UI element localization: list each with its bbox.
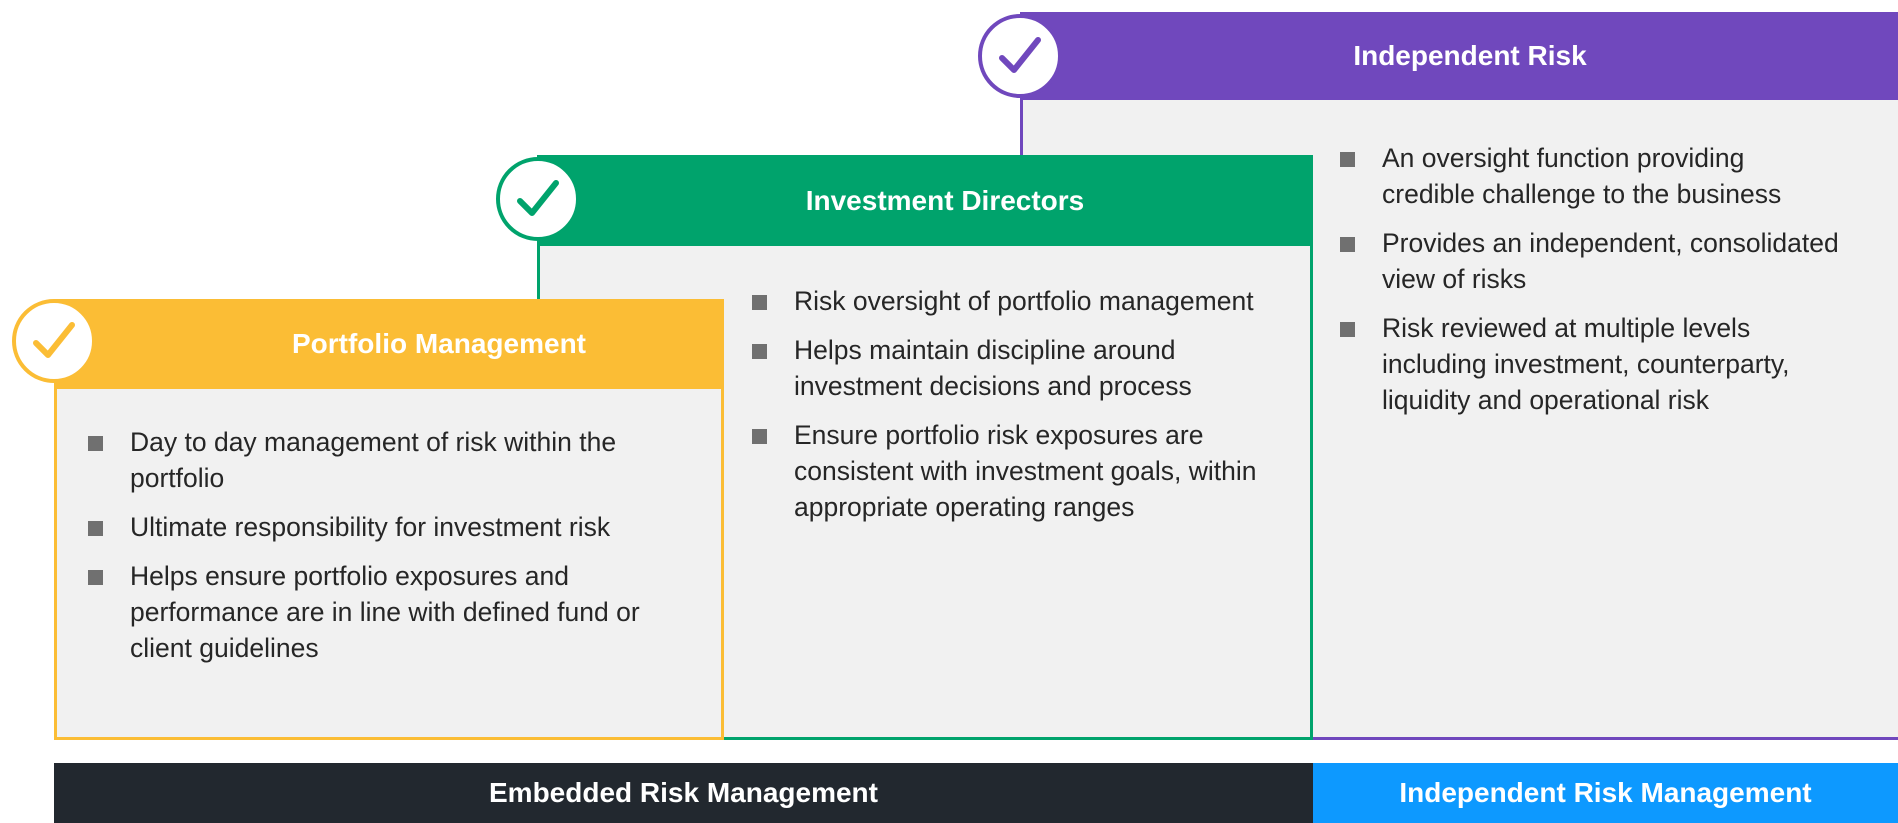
bullet-square-icon — [88, 570, 103, 585]
portfolio-management-bullets: Day to day management of risk within the… — [88, 424, 688, 679]
independent-risk-management-label: Independent Risk Management — [1399, 777, 1812, 808]
independent-risk-check-badge — [978, 14, 1062, 98]
bullet-square-icon — [88, 521, 103, 536]
list-item: Risk oversight of portfolio management — [752, 283, 1262, 319]
list-item: Provides an independent, consolidated vi… — [1340, 225, 1840, 297]
list-item: Helps maintain discipline around investm… — [752, 332, 1262, 404]
list-item: Risk reviewed at multiple levels includi… — [1340, 310, 1840, 418]
portfolio-management-check-badge — [12, 299, 96, 383]
independent-risk-management-bar: Independent Risk Management — [1313, 763, 1898, 823]
bullet-square-icon — [752, 295, 767, 310]
bullet-square-icon — [752, 429, 767, 444]
investment-directors-title: Investment Directors — [805, 184, 1085, 216]
portfolio-management-header: Portfolio Management — [54, 299, 724, 389]
bullet-square-icon — [1340, 152, 1355, 167]
embedded-risk-management-bar: Embedded Risk Management — [54, 763, 1313, 823]
list-item: An oversight function providing credible… — [1340, 140, 1840, 212]
list-item: Helps ensure portfolio exposures and per… — [88, 558, 688, 666]
embedded-risk-management-label: Embedded Risk Management — [489, 777, 878, 808]
bullet-square-icon — [1340, 322, 1355, 337]
investment-directors-bullets: Risk oversight of portfolio management H… — [752, 283, 1262, 538]
independent-risk-header: Independent Risk — [1020, 12, 1898, 100]
bullet-square-icon — [88, 436, 103, 451]
investment-directors-header: Investment Directors — [537, 155, 1313, 246]
investment-directors-check-badge — [496, 157, 580, 241]
list-item: Day to day management of risk within the… — [88, 424, 688, 496]
portfolio-management-title: Portfolio Management — [291, 328, 586, 359]
list-item: Ensure portfolio risk exposures are cons… — [752, 417, 1262, 525]
bullet-square-icon — [1340, 237, 1355, 252]
portfolio-management-panel — [54, 345, 724, 740]
checkmark-icon — [517, 180, 559, 216]
checkmark-icon — [999, 37, 1041, 73]
checkmark-icon — [33, 322, 75, 358]
bullet-square-icon — [752, 344, 767, 359]
list-item: Ultimate responsibility for investment r… — [88, 509, 688, 545]
independent-risk-title: Independent Risk — [1353, 40, 1587, 71]
independent-risk-bullets: An oversight function providing credible… — [1340, 140, 1840, 431]
